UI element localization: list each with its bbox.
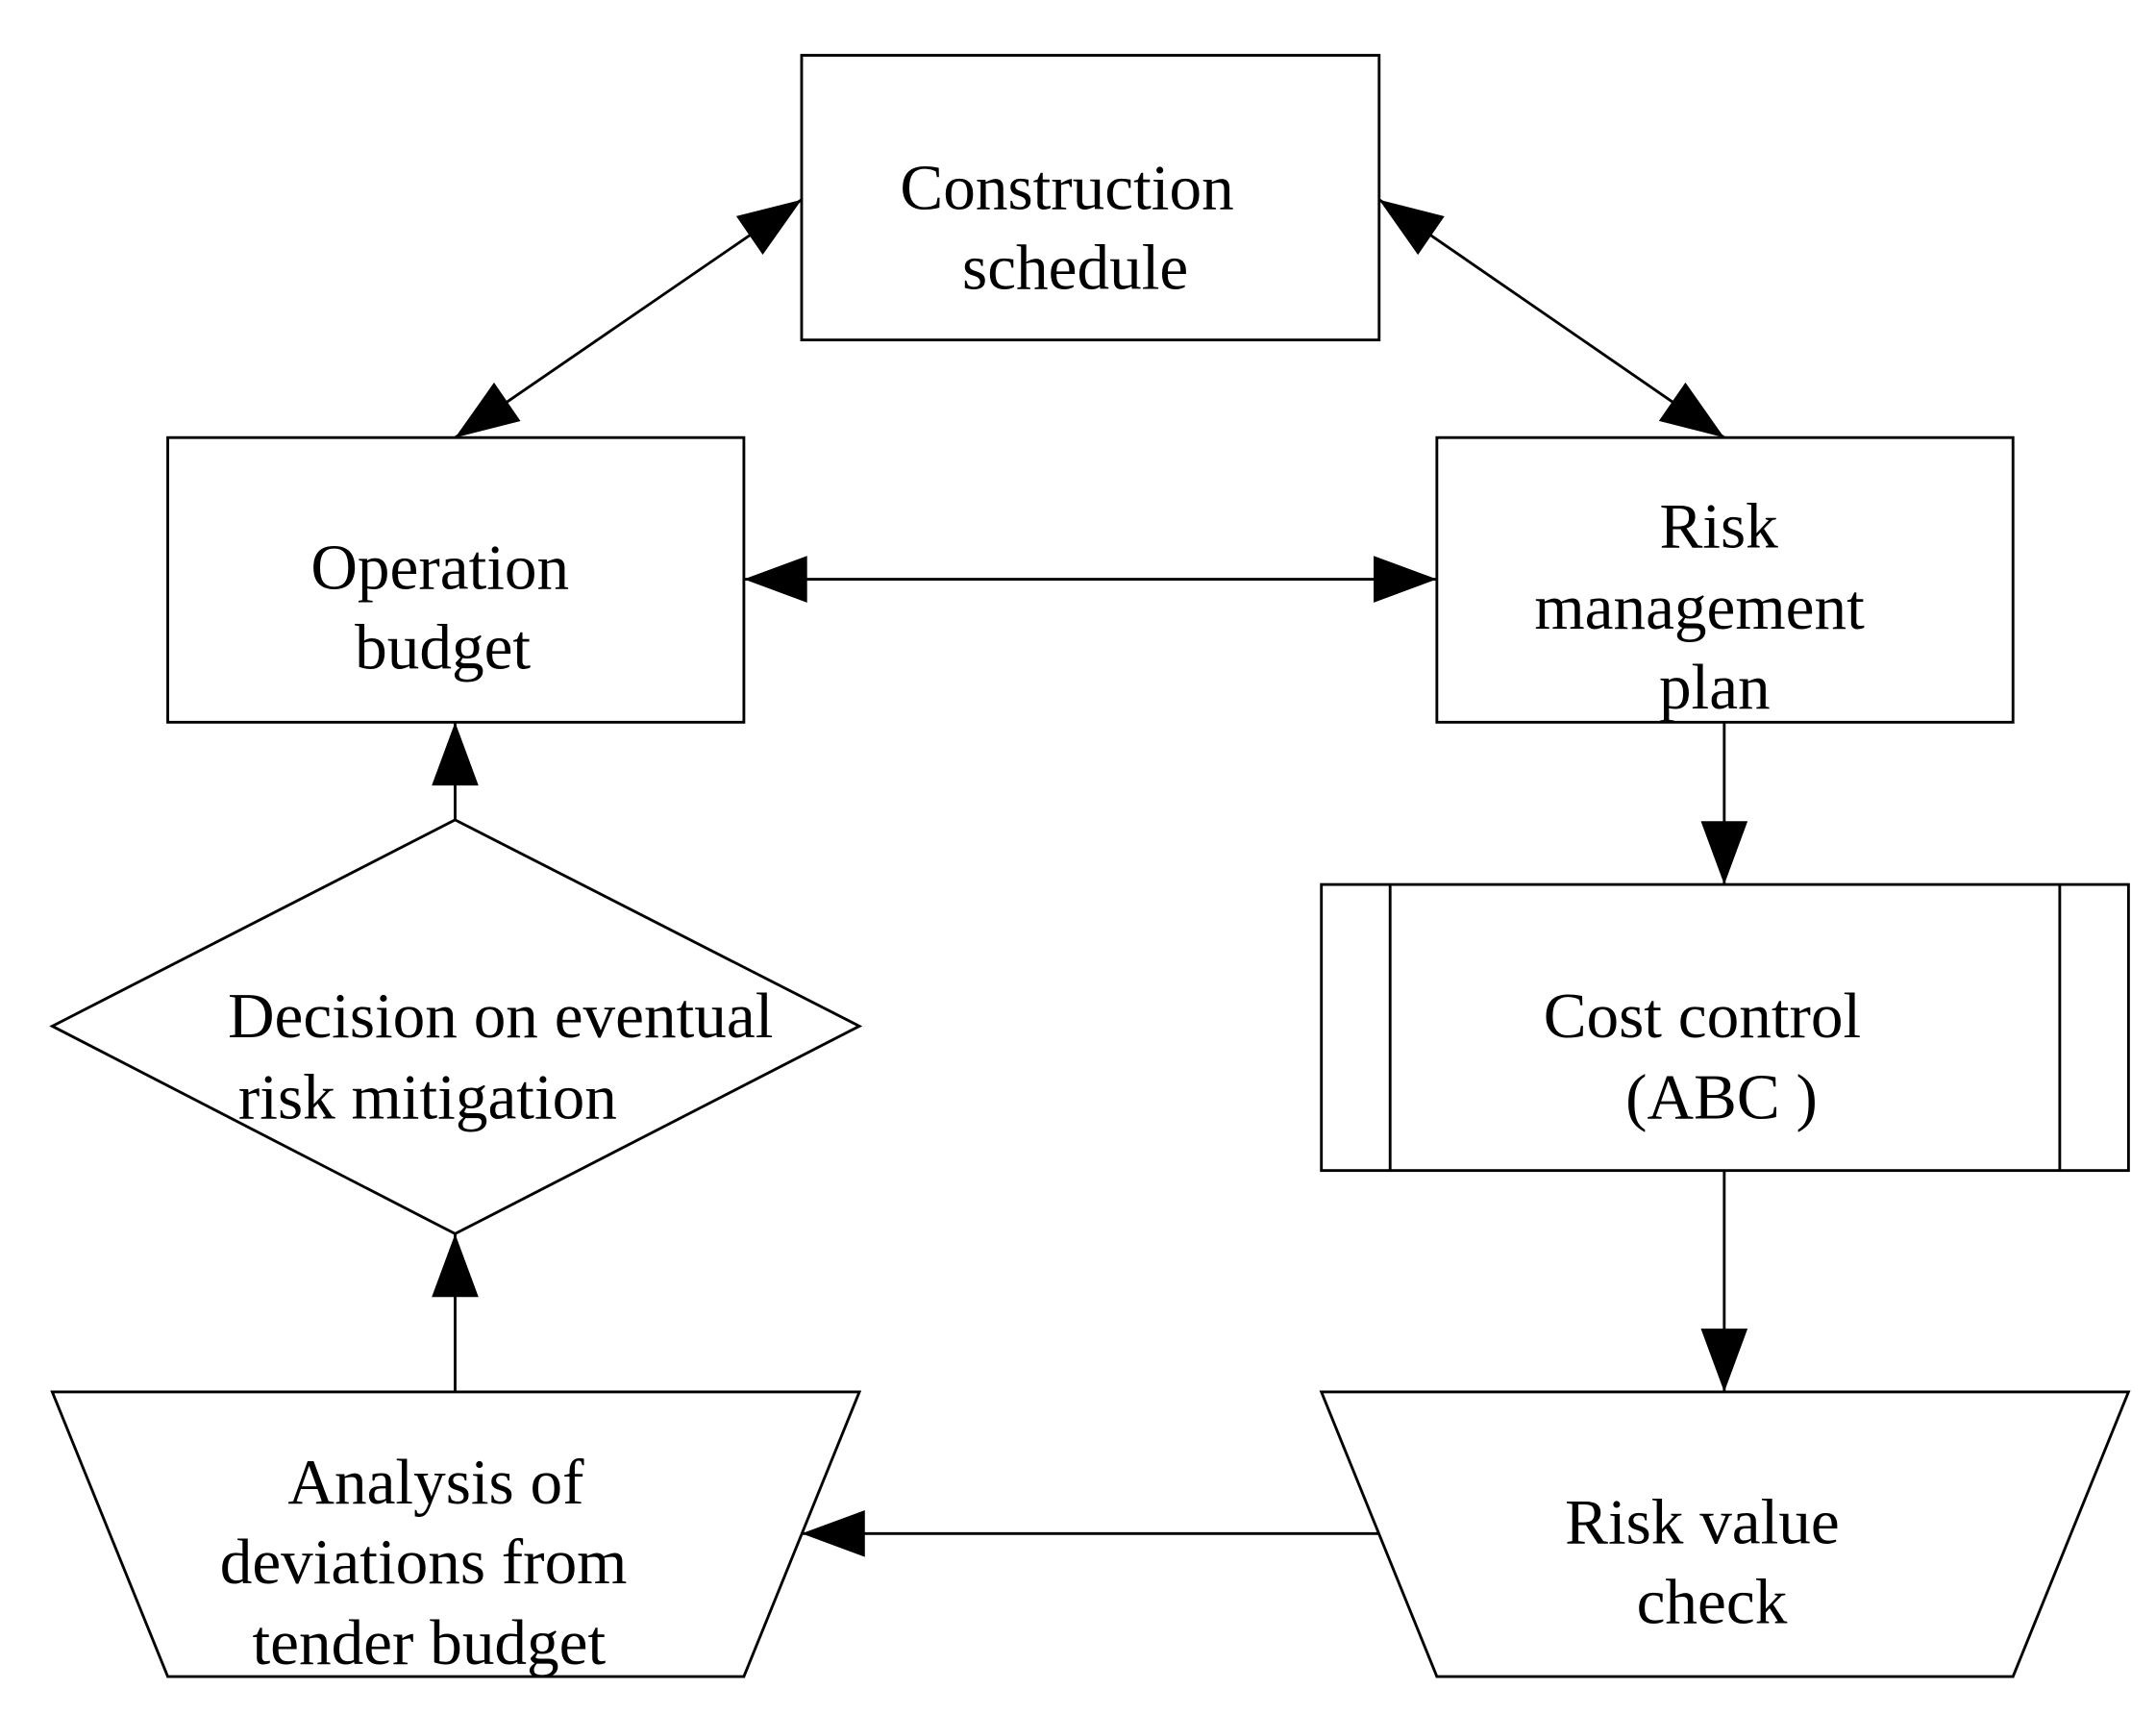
node-construction-schedule: Construction schedule: [800, 54, 1381, 342]
node-label: plan: [1659, 651, 1771, 723]
arrowhead: [1374, 556, 1437, 603]
node-label: Construction: [900, 152, 1233, 224]
arrowhead: [1700, 1329, 1748, 1392]
edge-construction-risk_plan: [1377, 198, 1725, 439]
node-label: Operation: [310, 532, 569, 604]
arrowhead: [1378, 199, 1445, 256]
node-label: Risk: [1659, 490, 1778, 562]
arrowhead: [743, 556, 807, 603]
arrowhead: [735, 199, 802, 256]
edge-operation-construction: [454, 198, 803, 439]
node-label: (ABC ): [1625, 1060, 1818, 1132]
node-label: deviations from: [220, 1526, 628, 1598]
arrowhead: [1658, 382, 1724, 438]
arrowhead: [432, 1233, 479, 1298]
node-label: tender budget: [252, 1606, 606, 1678]
node-operation-budget: Operation budget: [166, 435, 746, 724]
node-label: Analysis of: [287, 1446, 584, 1518]
node-risk-management-plan: Risk management plan: [1435, 435, 2015, 724]
node-cost-control: Cost control (ABC ): [1320, 882, 2130, 1173]
node-label: risk mitigation: [238, 1060, 617, 1132]
node-label: Decision on eventual: [228, 980, 773, 1052]
node-label: Cost control: [1544, 980, 1861, 1052]
node-decision: Decision on eventual risk mitigation: [49, 818, 863, 1236]
node-label: check: [1637, 1565, 1788, 1637]
arrowhead: [432, 722, 479, 786]
node-risk-value-check: Risk value check: [1319, 1390, 2131, 1678]
arrowhead: [455, 382, 521, 438]
arrowhead: [1700, 821, 1748, 885]
node-label: schedule: [962, 232, 1188, 304]
node-label: Risk value: [1565, 1485, 1840, 1557]
node-label: management: [1534, 571, 1865, 643]
edges: [432, 198, 1748, 1557]
node-label: budget: [355, 611, 531, 683]
arrowhead: [801, 1509, 865, 1557]
node-analysis-of-deviations: Analysis of deviations from tender budge…: [50, 1390, 862, 1678]
